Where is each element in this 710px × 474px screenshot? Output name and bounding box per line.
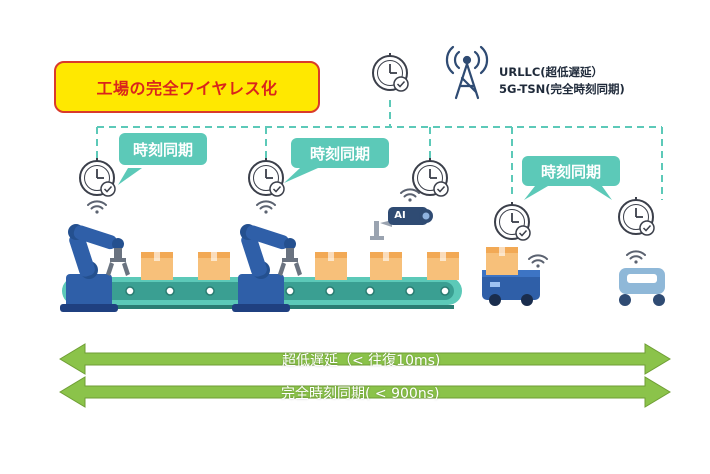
antenna-icon (445, 45, 489, 100)
wifi-icon (400, 188, 420, 203)
callout-time-sync: 時刻同期 (522, 156, 620, 186)
wifi-icon (528, 254, 548, 269)
wifi-icon (87, 200, 107, 215)
callout-time-sync: 時刻同期 (291, 138, 389, 168)
package-box (141, 252, 173, 280)
sync-label: 完全時刻同期( < 900ns) (281, 386, 440, 402)
legend-tsn: 5G-TSN(完全時刻同期) (499, 82, 625, 96)
clock-icon (412, 157, 449, 197)
title-banner: 工場の完全ワイヤレス化 (54, 61, 320, 113)
legend-urllc: URLLC(超低遅延） (499, 65, 604, 79)
package-box (370, 252, 402, 280)
agv-robot (482, 247, 540, 306)
clock-icon (618, 196, 655, 236)
latency-arrow (59, 343, 671, 375)
wifi-icon (256, 200, 276, 215)
clock-icon (494, 201, 531, 241)
package-box (315, 252, 347, 280)
ai-badge: AI (394, 210, 406, 221)
clock-icon (79, 157, 116, 197)
rover-robot (619, 268, 665, 306)
sync-arrow (59, 376, 671, 408)
clock-icon (248, 157, 285, 197)
latency-label: 超低遅延（< 往復10ms) (282, 353, 441, 369)
ai-camera (370, 207, 433, 240)
callout-time-sync: 時刻同期 (119, 133, 207, 165)
page-title: 工場の完全ワイヤレス化 (96, 79, 278, 98)
package-box (427, 252, 459, 280)
package-box (198, 252, 230, 280)
network-lines (96, 100, 663, 200)
clock-icon (372, 52, 409, 92)
wifi-icon (626, 250, 646, 265)
